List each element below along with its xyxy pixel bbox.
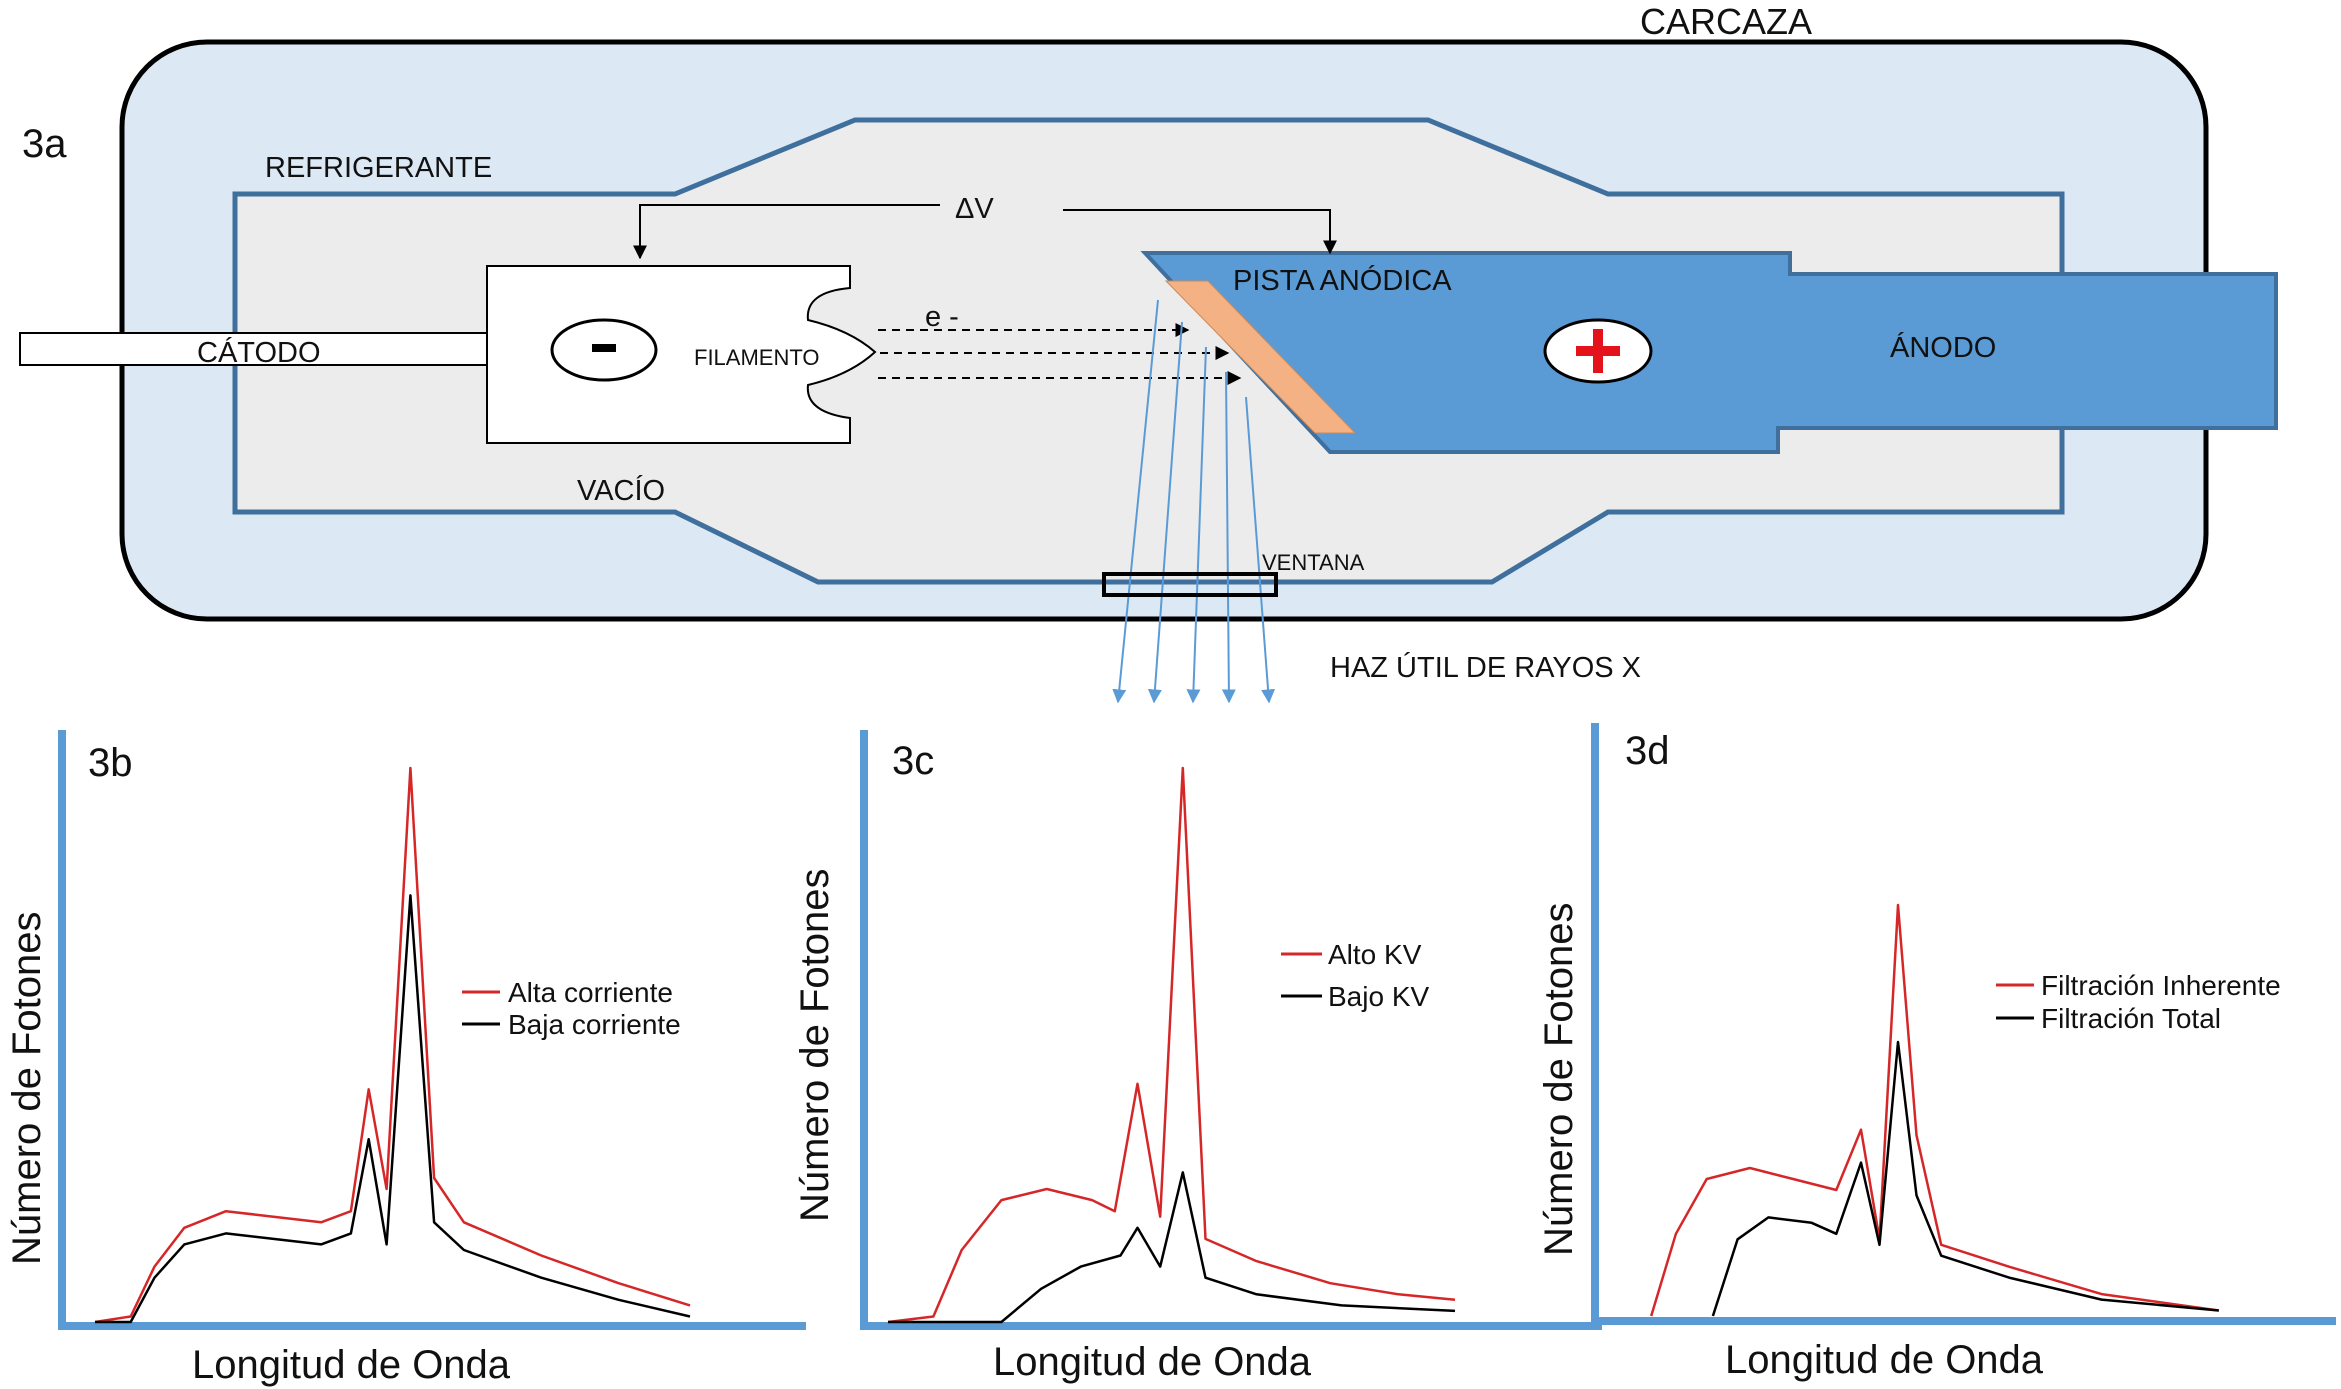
electron-label: e - — [925, 301, 959, 333]
housing-label: CARCAZA — [1640, 1, 1812, 42]
series-line-red — [94, 766, 691, 1324]
anode-track-label: PISTA ANÓDICA — [1233, 264, 1452, 297]
vacuum-envelope — [232, 117, 2065, 585]
cathode-body — [486, 265, 877, 444]
legend-label: Alto KV — [1328, 939, 1422, 970]
legend: Alta corriente Baja corriente — [462, 977, 681, 1040]
xray-arrow-icon — [1112, 299, 1159, 704]
anode-track — [1164, 280, 1357, 434]
x-axis-title: Longitud de Onda — [192, 1343, 511, 1387]
vacuum-label: VACÍO — [577, 474, 665, 507]
y-axis-title: Número de Fotones — [793, 868, 837, 1222]
xray-arrow-icon — [1245, 396, 1276, 704]
spectrum-chart-3b: 3b Longitud de Onda Número de Fotones Al… — [5, 730, 806, 1387]
legend-label: Baja corriente — [508, 1009, 681, 1040]
cathode-label: CÁTODO — [197, 336, 321, 369]
spectrum-chart-3c: 3c Longitud de Onda Número de Fotones Al… — [793, 730, 1602, 1384]
cathode-sign-bar — [592, 344, 616, 352]
voltage-line-left — [633, 204, 940, 260]
tube-diagram: 3a CARCAZA REFRIGERANTE VACÍO CÁTODO FIL… — [19, 1, 2278, 704]
window-label: VENTANA — [1262, 550, 1365, 575]
anode-label: ÁNODO — [1890, 331, 1996, 364]
series-layer — [94, 766, 691, 1324]
y-axis-title: Número de Fotones — [5, 911, 49, 1265]
y-axis-title: Número de Fotones — [1537, 902, 1581, 1256]
voltage-label: ΔV — [955, 193, 994, 225]
series-line-black — [1711, 1040, 2219, 1317]
legend-label: Filtración Total — [2041, 1003, 2221, 1034]
xray-arrow-icon — [1186, 346, 1207, 704]
tube-window — [1102, 572, 1278, 597]
filament-label: FILAMENTO — [694, 345, 820, 370]
legend: Alto KV Bajo KV — [1281, 939, 1429, 1012]
chart-panel-id: 3c — [892, 739, 934, 783]
legend: Filtración Inherente Filtración Total — [1996, 970, 2281, 1034]
series-line-black — [95, 894, 691, 1324]
chart-panel-id: 3b — [88, 741, 133, 785]
cathode-rod — [19, 332, 491, 366]
xray-arrow-icon — [1221, 371, 1236, 704]
panel-id-3a: 3a — [22, 122, 67, 166]
beam-label: HAZ ÚTIL DE RAYOS X — [1330, 651, 1641, 684]
anode-sign-hbar — [1576, 346, 1620, 356]
series-line-black — [888, 1171, 1456, 1324]
series-line-red — [1650, 903, 2219, 1317]
anode-body — [1140, 251, 2278, 454]
coolant-label: REFRIGERANTE — [265, 152, 492, 184]
voltage-line-right — [1063, 209, 1337, 255]
legend-label: Bajo KV — [1328, 981, 1429, 1012]
x-axis-title: Longitud de Onda — [1725, 1338, 2044, 1382]
xray-arrow-icon — [1147, 321, 1183, 704]
series-layer — [1650, 903, 2219, 1317]
legend-label: Alta corriente — [508, 977, 673, 1008]
series-layer — [887, 766, 1456, 1324]
spectrum-chart-3d: 3d Longitud de Onda Número de Fotones Fi… — [1537, 723, 2336, 1382]
x-axis-title: Longitud de Onda — [993, 1340, 1312, 1384]
series-line-red — [887, 766, 1456, 1324]
legend-label: Filtración Inherente — [2041, 970, 2281, 1001]
chart-panel-id: 3d — [1625, 729, 1670, 773]
